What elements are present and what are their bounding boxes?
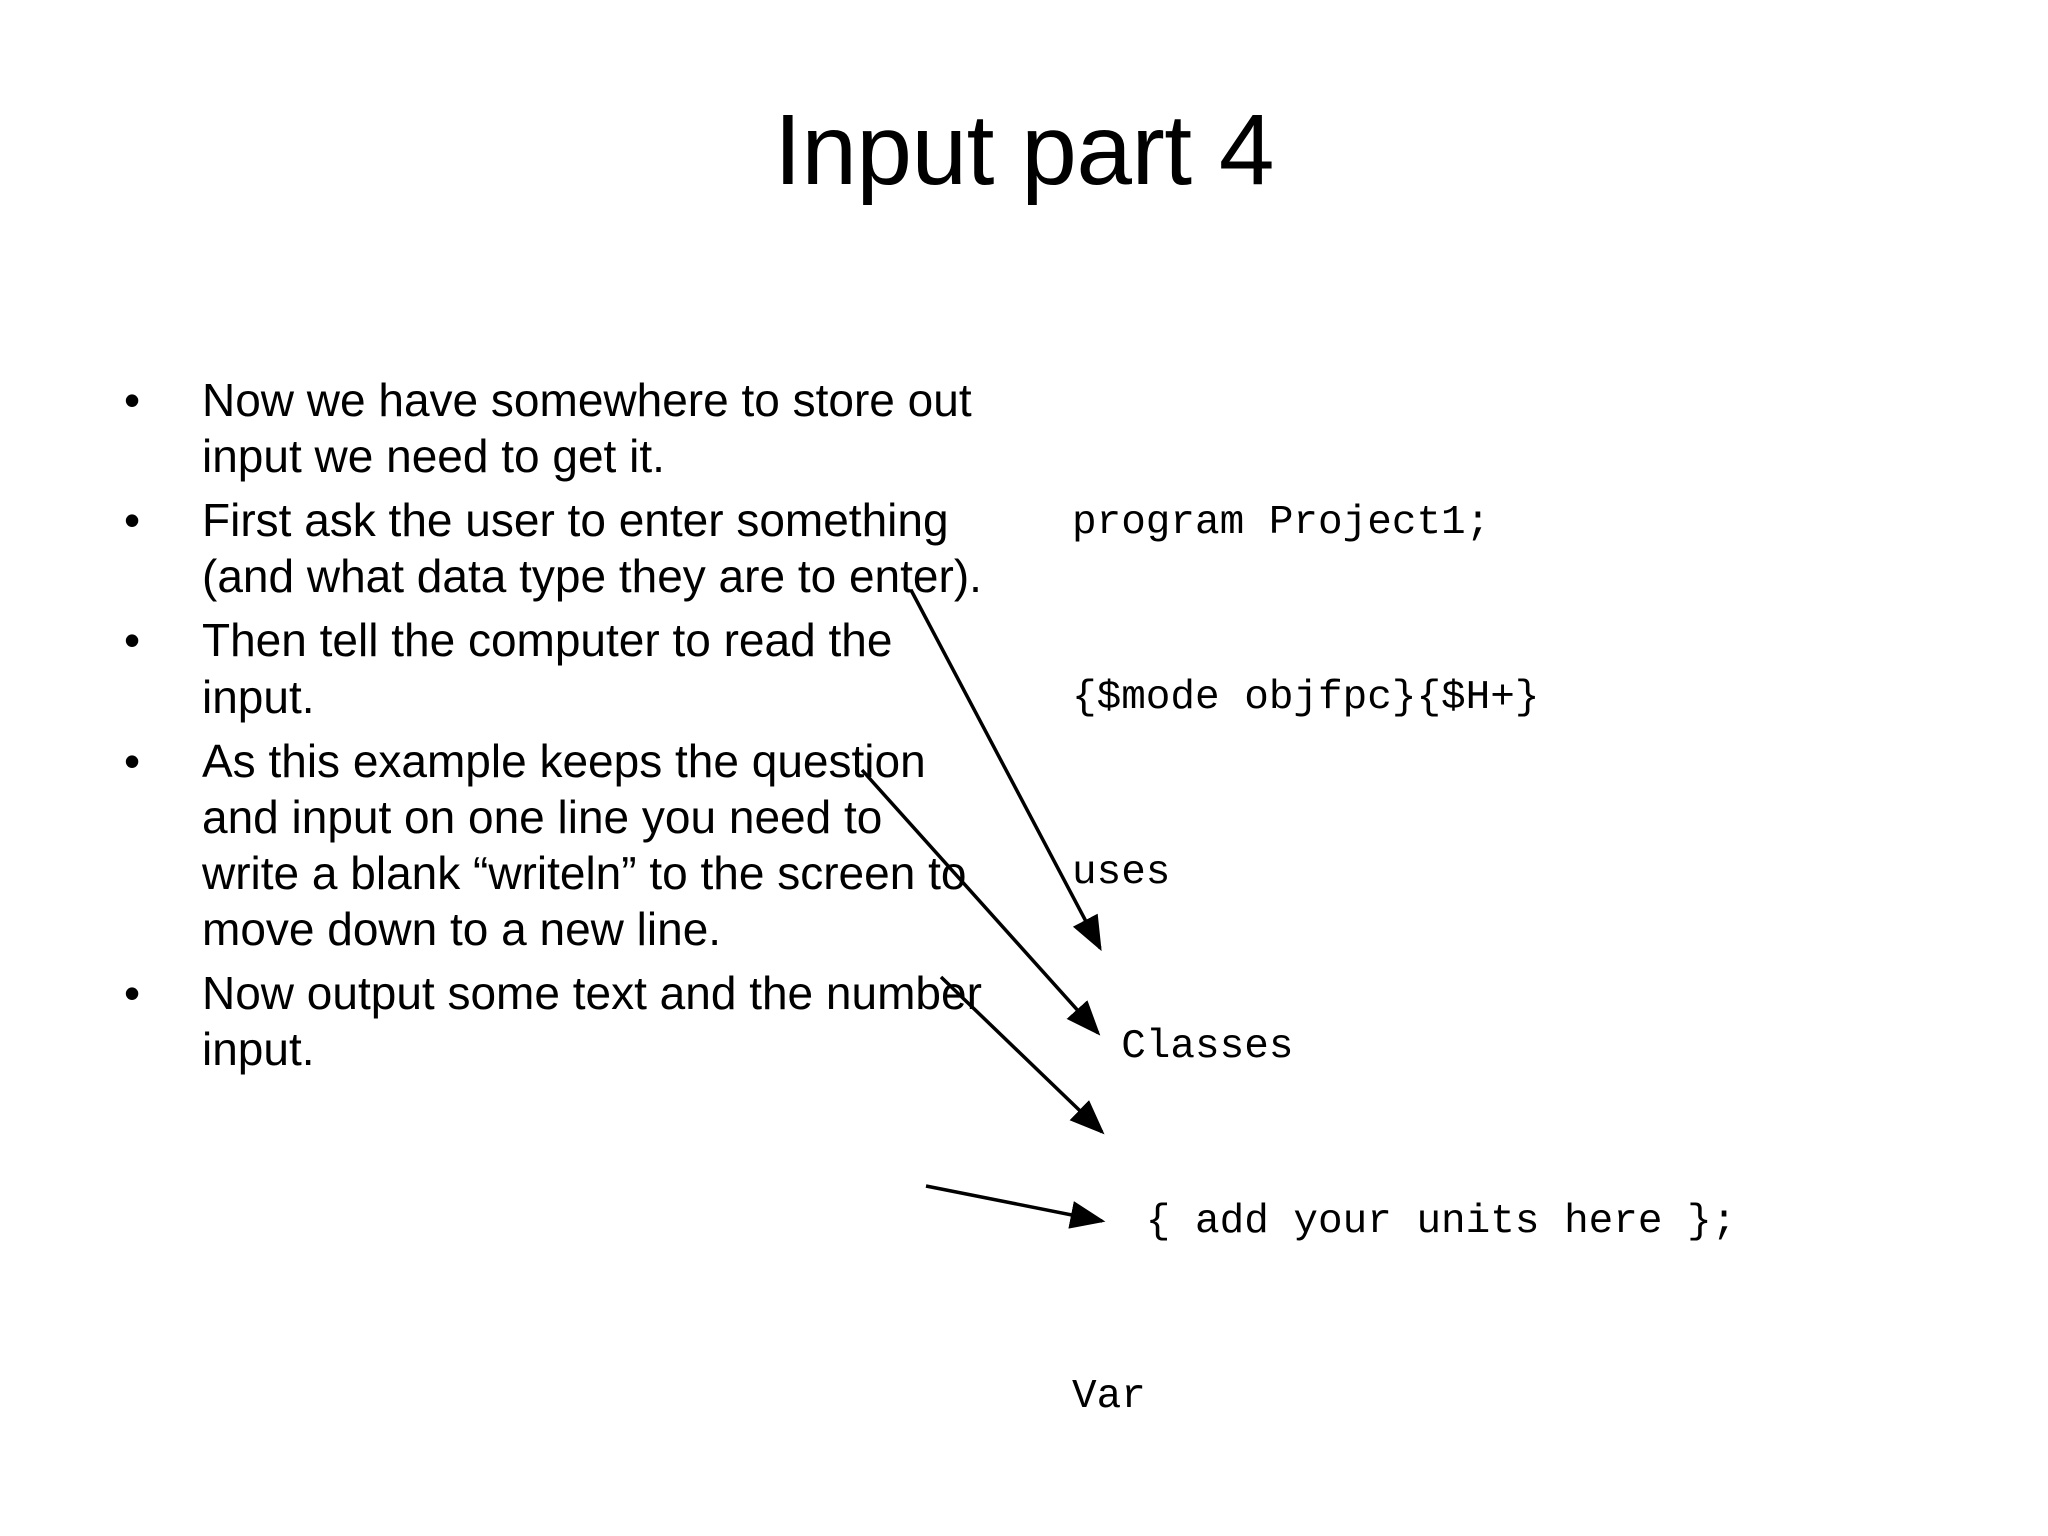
code-line: { add your units here }; [1072,1199,1737,1246]
list-item-text: Then tell the computer to read the input… [202,614,893,723]
list-item: • As this example keeps the question and… [110,733,990,957]
bullet-marker-icon: • [124,374,141,426]
bullet-marker-icon: • [124,734,141,787]
list-item: • First ask the user to enter something … [110,492,990,604]
list-item-text: As this example keeps the question and i… [202,734,967,955]
page-title: Input part 4 [774,94,1274,206]
bullet-marker-icon: • [124,967,141,1020]
list-item-text: Now output some text and the number inpu… [202,967,982,1076]
code-line: uses [1072,849,1171,896]
bullet-marker-icon: • [124,494,141,547]
code-line: Classes [1072,1024,1294,1071]
code-line: program Project1; [1072,500,1491,547]
list-item: • Now we have somewhere to store out inp… [110,372,990,484]
list-item-text: Now we have somewhere to store out input… [202,374,972,483]
bullet-marker-icon: • [124,614,141,667]
list-item: • Now output some text and the number in… [110,965,990,1077]
code-listing: program Project1; {$mode objfpc}{$H+} us… [1072,378,2012,1536]
bullet-list: • Now we have somewhere to store out inp… [110,372,990,1085]
list-item-text: First ask the user to enter something (a… [202,494,982,603]
code-line: Var [1072,1373,1146,1420]
code-line: {$mode objfpc}{$H+} [1072,675,1540,722]
list-item: • Then tell the computer to read the inp… [110,612,990,724]
